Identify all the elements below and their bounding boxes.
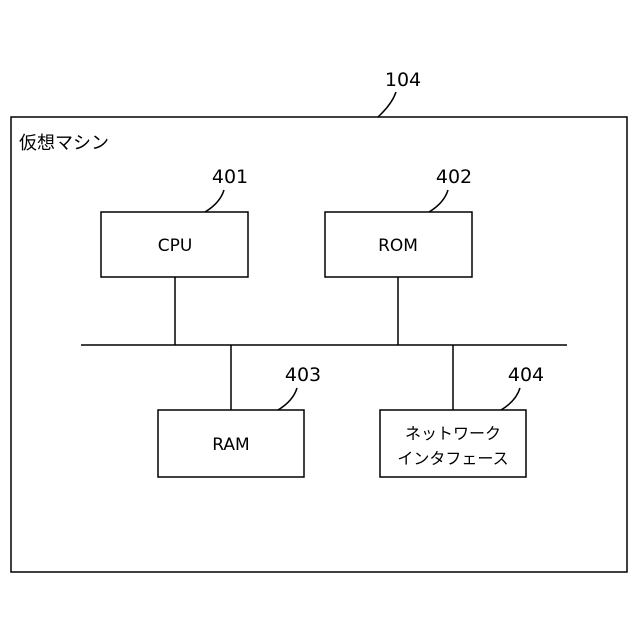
cpu-ref-number: 401 — [212, 166, 248, 188]
ram-ref-number: 403 — [285, 364, 321, 386]
network-interface-label-line-1: ネットワーク — [405, 424, 501, 443]
rom-ref-number: 402 — [436, 166, 472, 188]
rom-label: ROM — [378, 236, 418, 256]
ram-label: RAM — [212, 435, 249, 455]
cpu-label: CPU — [158, 236, 193, 256]
virtual-machine-title: 仮想マシン — [19, 133, 109, 154]
network-interface-label-line-2: インタフェース — [397, 449, 508, 468]
virtual-machine-ref-number: 104 — [385, 69, 421, 91]
network-interface-ref-number: 404 — [508, 364, 544, 386]
virtual-machine-leader-line — [378, 92, 396, 117]
